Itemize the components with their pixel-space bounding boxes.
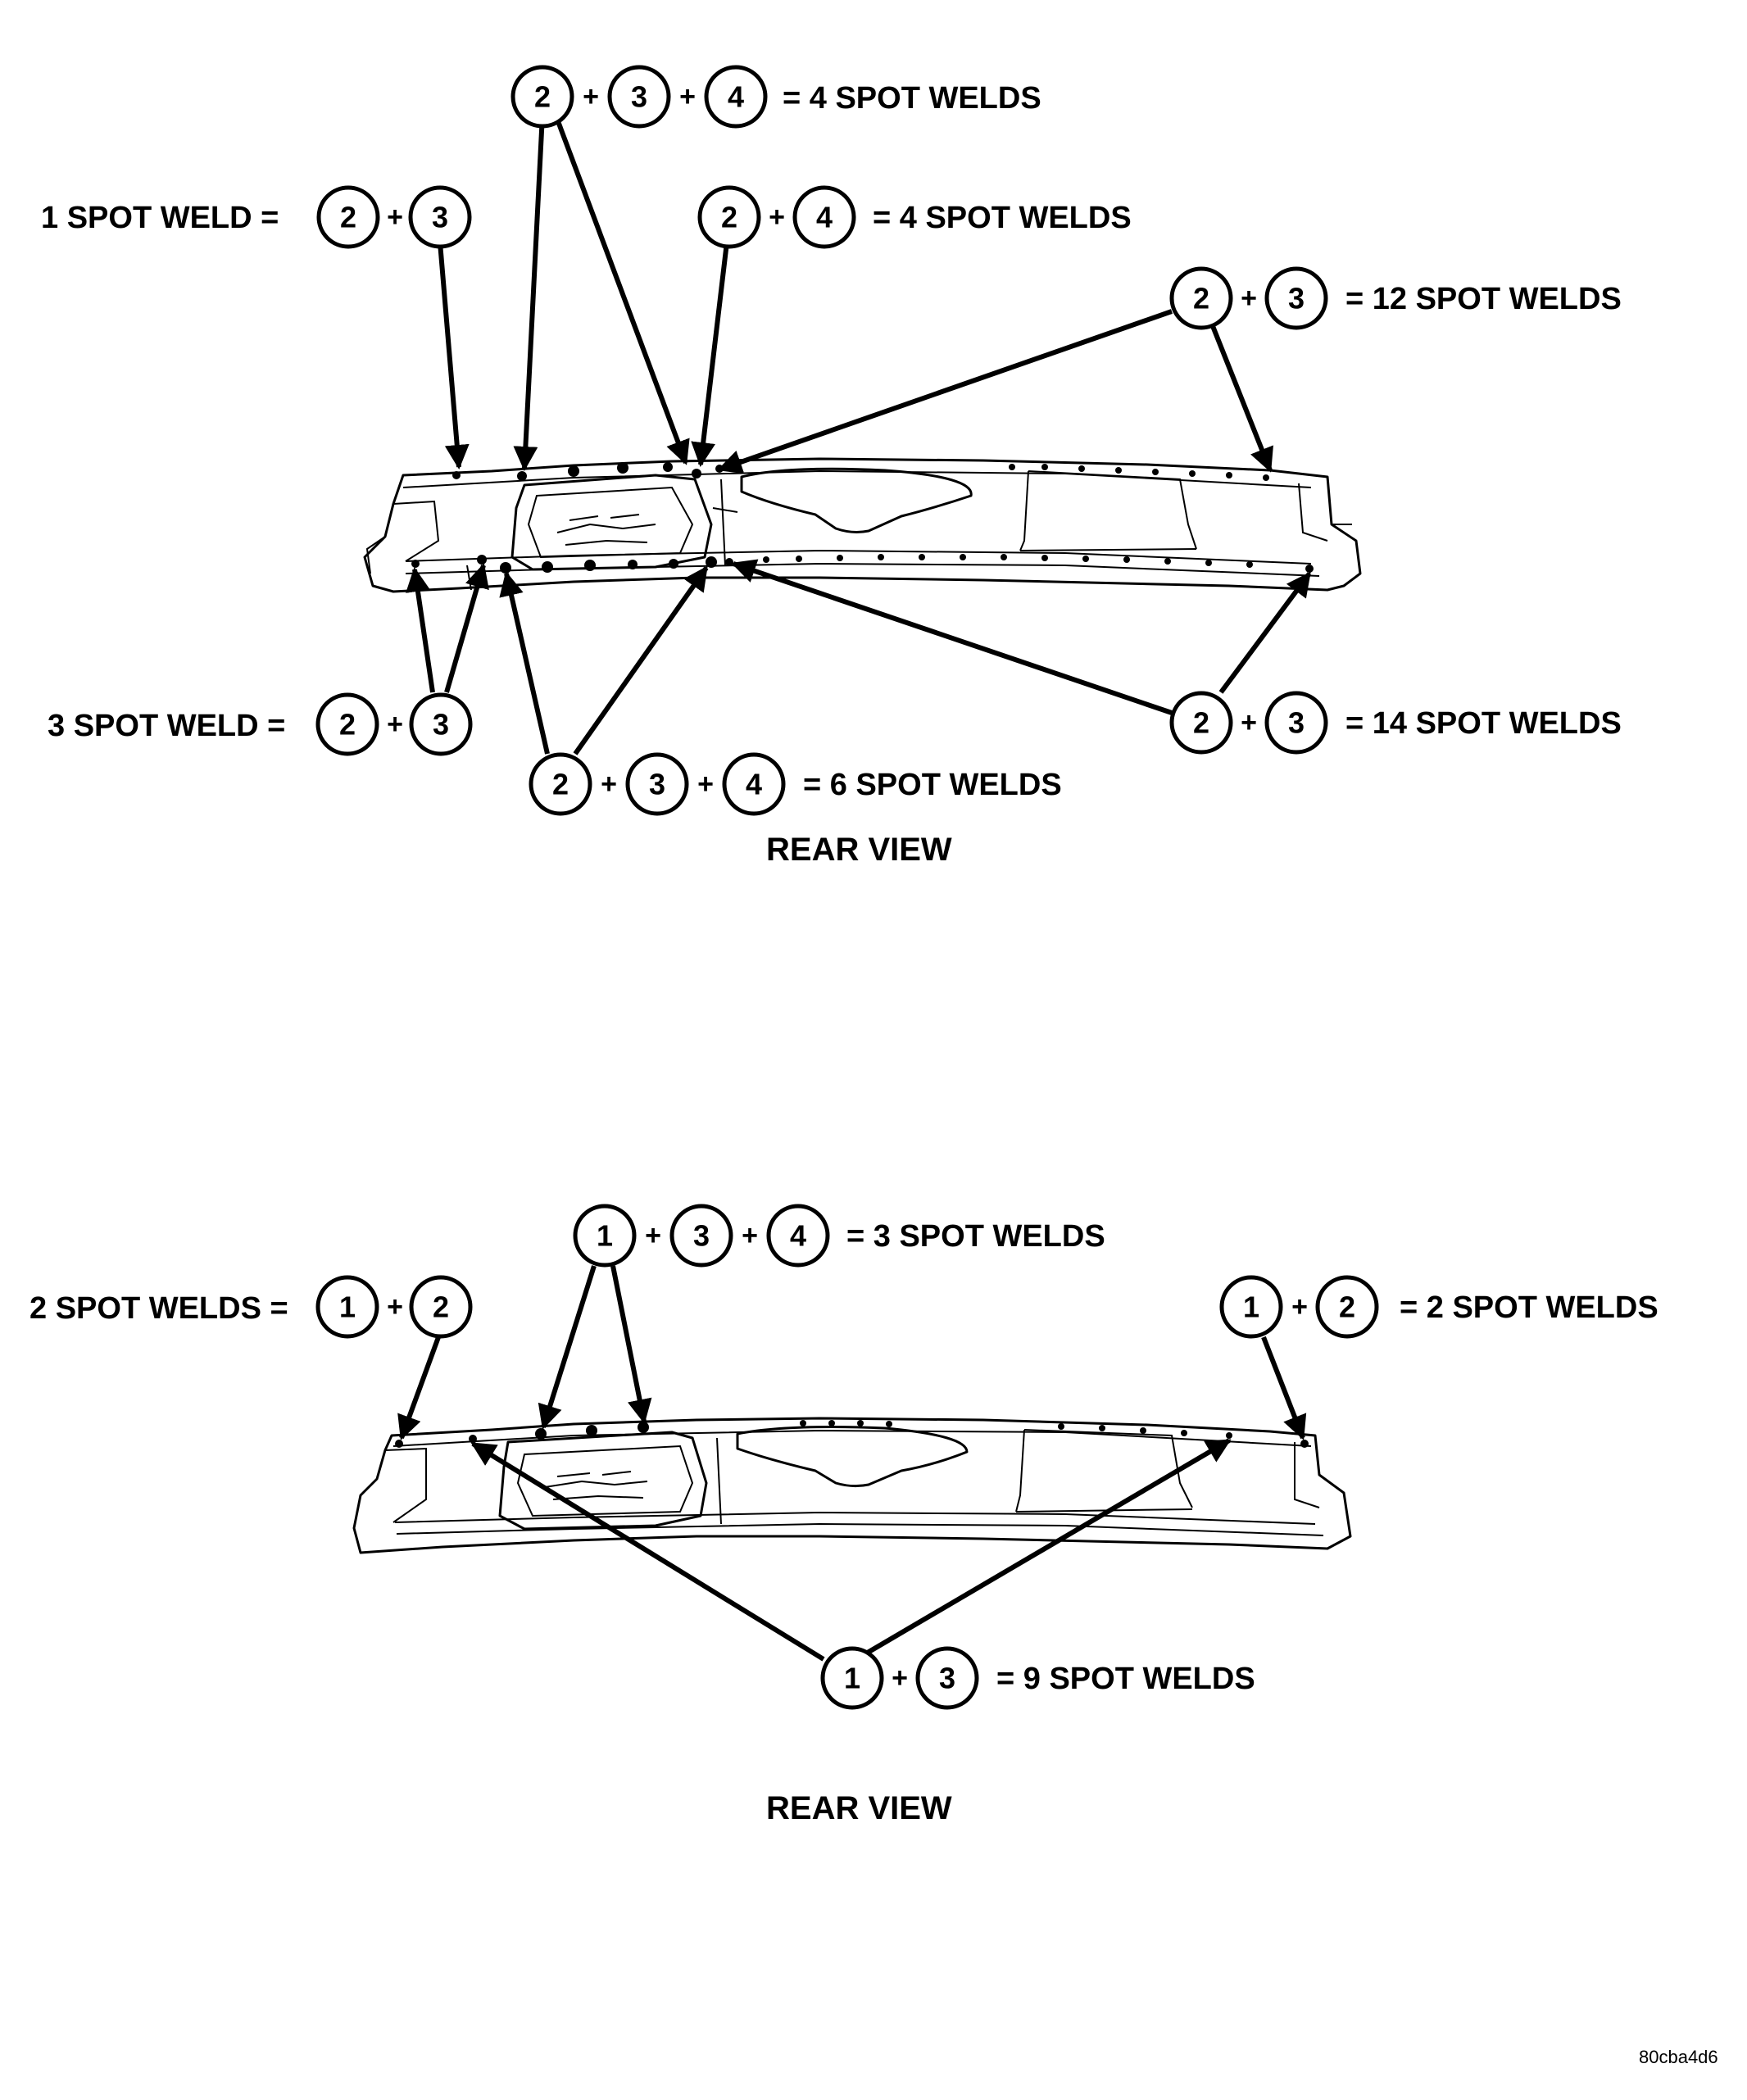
svg-text:3: 3 [693,1219,710,1253]
svg-text:= 2 SPOT WELDS: = 2 SPOT WELDS [1400,1290,1659,1325]
svg-text:+: + [697,769,714,800]
svg-text:+: + [892,1662,908,1694]
arrows-top [406,113,1312,755]
svg-text:3: 3 [432,201,448,234]
svg-text:+: + [583,81,599,112]
svg-text:1: 1 [1243,1290,1259,1324]
svg-text:1 SPOT WELD =: 1 SPOT WELD = [41,201,279,235]
svg-text:+: + [387,709,403,740]
view-title-top: REAR VIEW [766,832,952,868]
callout-2-3-4-bottom: 2 + 3 + 4 = 6 SPOT WELDS [529,752,1062,816]
svg-text:3: 3 [939,1662,955,1695]
svg-text:4: 4 [816,201,833,234]
svg-text:3: 3 [649,768,665,801]
svg-text:= 12 SPOT WELDS: = 12 SPOT WELDS [1345,282,1622,316]
figure-code: 80cba4d6 [1639,2047,1718,2067]
callout-2-4: 2 + 4 = 4 SPOT WELDS [697,185,1132,249]
callout-1-2-left: 2 SPOT WELDS = 1 + 2 [29,1275,473,1339]
svg-text:+: + [645,1220,661,1251]
svg-text:+: + [1241,707,1257,738]
svg-text:+: + [387,1291,403,1322]
callout-2-3-left-top: 1 SPOT WELD = 2 + 3 [41,185,472,249]
svg-text:+: + [769,202,785,233]
svg-text:2: 2 [1193,706,1209,740]
svg-text:1: 1 [597,1219,613,1253]
callout-2-3-left-bottom: 3 SPOT WELD = 2 + 3 [48,692,473,756]
svg-text:+: + [679,81,696,112]
svg-text:+: + [1291,1291,1308,1322]
svg-text:= 4 SPOT WELDS: = 4 SPOT WELDS [783,81,1041,116]
svg-text:2: 2 [339,708,356,742]
svg-text:1: 1 [844,1662,860,1695]
svg-text:= 14 SPOT WELDS: = 14 SPOT WELDS [1345,706,1622,741]
svg-text:= 3 SPOT WELDS: = 3 SPOT WELDS [846,1219,1105,1254]
arrows-bottom [397,1265,1307,1662]
callout-2-3-right-top: 2 + 3 = 12 SPOT WELDS [1169,266,1622,330]
svg-text:2: 2 [534,80,551,114]
svg-text:+: + [742,1220,758,1251]
svg-text:+: + [1241,283,1257,314]
svg-text:= 9 SPOT WELDS: = 9 SPOT WELDS [996,1662,1255,1696]
svg-text:4: 4 [728,80,744,114]
svg-text:2 SPOT WELDS =: 2 SPOT WELDS = [29,1291,288,1326]
svg-text:= 6 SPOT WELDS: = 6 SPOT WELDS [803,768,1062,802]
svg-text:2: 2 [721,201,737,234]
callout-1-3: 1 + 3 = 9 SPOT WELDS [820,1646,1255,1710]
svg-text:3: 3 [433,708,449,742]
panel-bottom [352,1417,1352,1554]
svg-text:= 4 SPOT WELDS: = 4 SPOT WELDS [873,201,1132,235]
svg-text:2: 2 [1193,282,1209,315]
svg-text:2: 2 [1339,1290,1355,1324]
svg-text:3: 3 [1288,282,1305,315]
svg-text:4: 4 [746,768,762,801]
callout-1-3-4: 1 + 3 + 4 = 3 SPOT WELDS [573,1204,1105,1268]
svg-text:1: 1 [339,1290,356,1324]
svg-text:3 SPOT WELD =: 3 SPOT WELD = [48,709,285,743]
callout-1-2-right: 1 + 2 = 2 SPOT WELDS [1219,1275,1659,1339]
svg-text:3: 3 [631,80,647,114]
callout-2-3-4-top: 2 + 3 + 4 = 4 SPOT WELDS [510,65,1041,129]
panel-top [363,457,1362,593]
svg-text:+: + [601,769,617,800]
svg-text:3: 3 [1288,706,1305,740]
svg-text:2: 2 [340,201,356,234]
svg-text:2: 2 [433,1290,449,1324]
svg-text:+: + [387,202,403,233]
view-title-bottom: REAR VIEW [766,1790,952,1826]
svg-text:4: 4 [790,1219,806,1253]
svg-text:2: 2 [552,768,569,801]
callout-2-3-right-bottom: 2 + 3 = 14 SPOT WELDS [1169,691,1622,755]
